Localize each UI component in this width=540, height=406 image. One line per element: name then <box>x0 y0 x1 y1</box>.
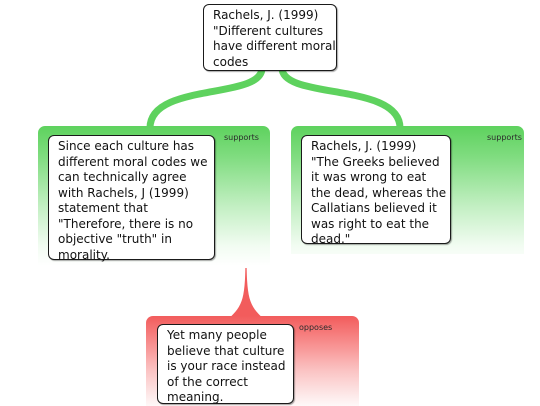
objection-line: meaning. <box>167 390 224 404</box>
reason-left-line: objective "truth" in <box>58 232 172 246</box>
supports-label-right: supports <box>487 133 522 142</box>
reason-left-line: statement that <box>58 201 148 215</box>
reason-left-line: morality. <box>58 247 110 262</box>
reason-right-line: the dead, whereas the <box>311 185 447 200</box>
claim-line: "Different cultures <box>213 23 324 38</box>
claim-line: have different moral <box>213 39 336 53</box>
claim-box[interactable]: Rachels, J. (1999) "Different cultures h… <box>203 4 337 71</box>
objection-line: believe that culture <box>167 343 285 358</box>
claim-line: Rachels, J. (1999) <box>213 8 319 22</box>
supports-label-left: supports <box>224 133 259 142</box>
reason-left-line: "Therefore, there is no <box>58 216 194 231</box>
opposes-label: opposes <box>299 323 333 332</box>
reason-box-left[interactable]: Since each culture has different moral c… <box>48 135 215 262</box>
reason-right-line: Callatians believed it <box>311 201 437 215</box>
connector-claim-to-left <box>146 64 266 132</box>
reason-right-line: was right to eat the <box>311 216 430 231</box>
reason-right-line: Rachels, J. (1999) <box>311 139 417 153</box>
objection-line: of the correct <box>167 374 248 389</box>
objection-line: Yet many people <box>167 328 267 342</box>
reason-box-right[interactable]: Rachels, J. (1999) "The Greeks believed … <box>301 135 451 246</box>
reason-left-line: with Rachels, J (1999) <box>58 185 189 200</box>
objection-line: is your race instead <box>167 359 286 373</box>
reason-left-line: different moral codes we <box>58 154 208 169</box>
reason-left-line: Since each culture has <box>58 139 195 153</box>
claim-line: codes <box>213 54 249 69</box>
reason-right-line: "The Greeks believed <box>311 154 440 169</box>
reason-right-line: it was wrong to eat <box>311 170 427 184</box>
objection-box[interactable]: Yet many people believe that culture is … <box>157 324 294 404</box>
connector-claim-to-right <box>278 64 404 132</box>
reason-right-line: dead." <box>311 232 351 246</box>
reason-left-line: can technically agree <box>58 170 187 184</box>
